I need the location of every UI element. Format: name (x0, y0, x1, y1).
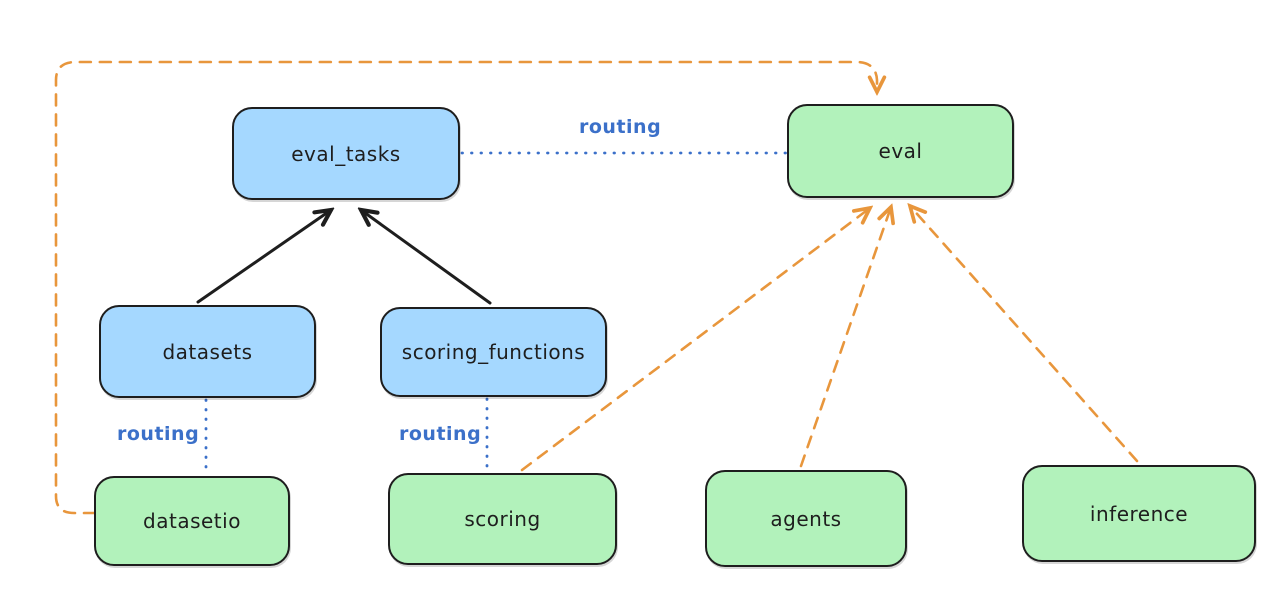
node-scoring-functions: scoring_functions (380, 307, 607, 397)
edge-inference-eval (910, 206, 1139, 463)
node-eval-tasks: eval_tasks (232, 107, 460, 200)
node-eval-tasks-label: eval_tasks (291, 141, 401, 166)
node-scoring-functions-label: scoring_functions (401, 340, 586, 364)
edge-label-routing-top: routing (579, 116, 662, 138)
edge-label-routing-middle: routing (399, 423, 482, 445)
node-datasetio: datasetio (94, 476, 290, 566)
edge-scoring-eval (520, 208, 870, 472)
node-scoring: scoring (388, 473, 617, 565)
node-datasets: datasets (99, 305, 316, 398)
node-eval-label: eval (878, 139, 923, 163)
node-agents-label: agents (770, 506, 842, 531)
node-agents: agents (705, 470, 907, 567)
node-inference-label: inference (1089, 501, 1189, 526)
edge-datasets-eval-tasks (196, 210, 331, 304)
node-eval: eval (787, 104, 1014, 198)
edge-scoring-functions-eval-tasks (361, 210, 492, 305)
node-inference: inference (1022, 465, 1256, 562)
node-datasetio-label: datasetio (143, 509, 241, 533)
edge-datasetio-eval-loop (54, 60, 877, 515)
edge-agents-eval (799, 207, 891, 468)
node-datasets-label: datasets (162, 339, 253, 364)
edge-label-routing-left: routing (117, 423, 200, 445)
node-scoring-label: scoring (464, 507, 541, 531)
